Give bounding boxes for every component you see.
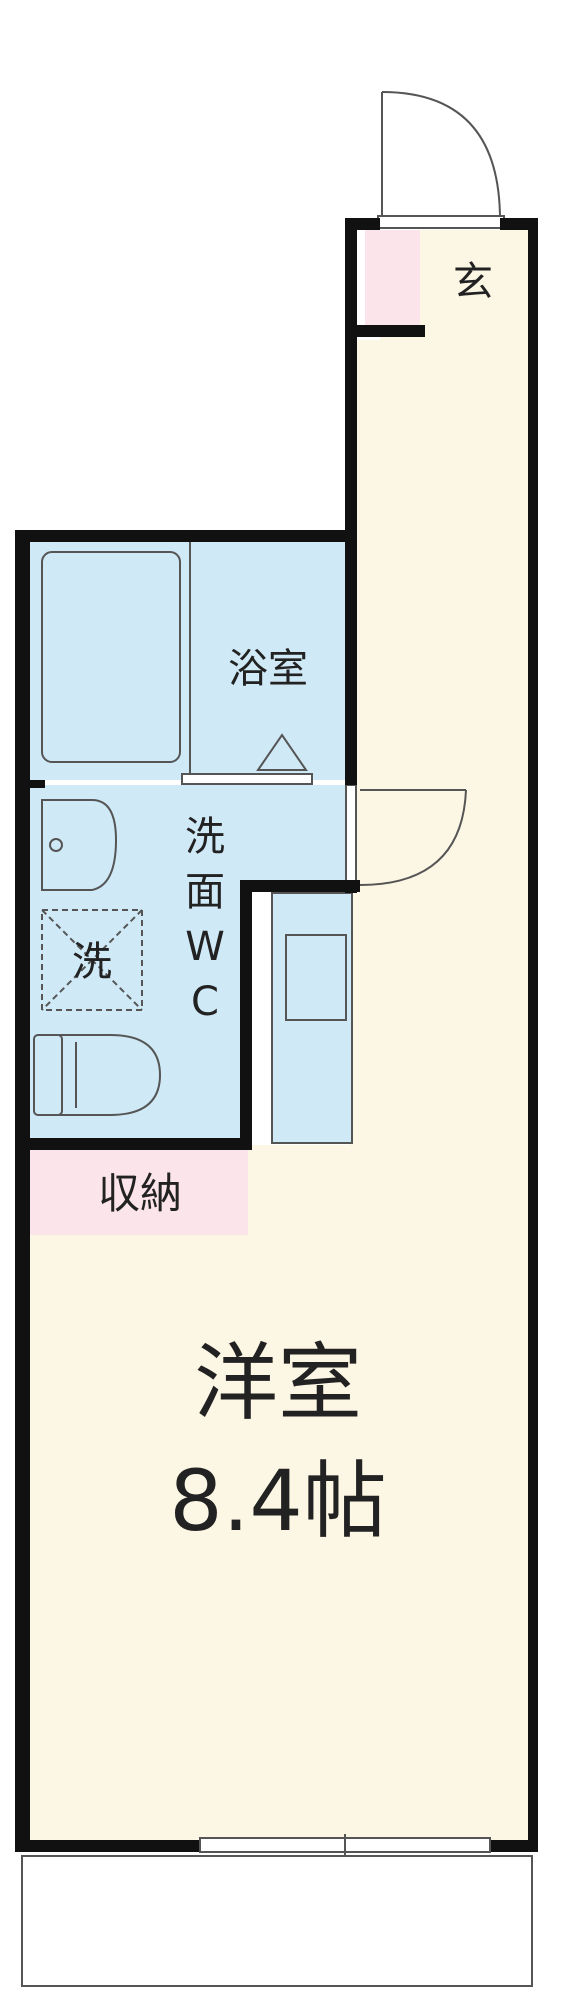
washroom-label-line1: 洗: [185, 814, 225, 860]
wash-basin-tap: [49, 838, 63, 852]
bathtub: [41, 551, 181, 763]
genkan-floor: [420, 230, 530, 330]
genkan-label: 玄: [453, 259, 493, 305]
washer-label: 洗: [72, 939, 112, 985]
storage-label: 収納: [98, 1169, 182, 1218]
western-room-size: 8.4帖: [169, 1452, 387, 1550]
toilet: [59, 1034, 162, 1116]
storage-floor: [30, 1148, 248, 1235]
washroom-label-line2: 面: [185, 869, 225, 915]
washer-cross-2: [41, 909, 143, 1011]
kitchen-sink: [285, 934, 347, 1021]
walls: [15, 218, 538, 1852]
washroom-label-line4: C: [191, 979, 219, 1025]
genkan-shoe-area: [365, 230, 420, 330]
toilet-tank: [33, 1034, 63, 1116]
bath-door-frame: [181, 773, 313, 785]
balcony: [21, 1855, 533, 1987]
washroom-door-frame: [345, 784, 357, 886]
wash-basin: [41, 799, 118, 891]
washroom-door-swing: [359, 789, 467, 886]
bath-door-marker: [256, 733, 308, 771]
entrance-door-swing: [381, 91, 501, 221]
entrance-door-frame: [377, 215, 505, 229]
bath-label: 浴室: [228, 646, 308, 692]
washer-space: [41, 909, 143, 1011]
washroom-label-line3: W: [185, 924, 225, 970]
western-room-floor: [30, 230, 530, 1840]
western-room-label: 洋室: [194, 1334, 362, 1432]
